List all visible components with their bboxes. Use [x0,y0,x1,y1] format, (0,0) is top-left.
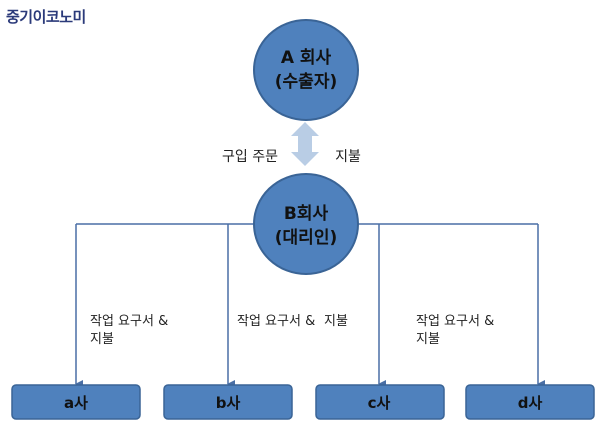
node-a-line1: A 회사 [281,48,332,68]
box-d-label: d사 [518,394,543,412]
node-b-line2: (대리인) [275,228,337,248]
branch-label-a: 작업 요구서 & 지불 [90,314,168,347]
node-a-line2: (수출자) [275,72,337,92]
branch-label-c-line1: 작업 요구서 & [416,314,494,329]
branch-label-b-line1: 작업 요구서 & [237,314,315,329]
box-c: c사 [315,384,445,420]
node-b-company: B회사 (대리인) [253,173,359,275]
branch-label-c-line2: 지불 [416,332,440,347]
box-c-label: c사 [368,394,391,412]
box-a: a사 [11,384,141,420]
box-a-label: a사 [64,394,88,412]
label-payment: 지불 [335,149,361,165]
box-d: d사 [465,384,595,420]
node-b-line1: B회사 [284,204,329,224]
box-b-label: b사 [216,394,241,412]
branch-label-c: 작업 요구서 & 지불 [416,314,494,347]
branch-label-a-line2: 지불 [90,332,114,347]
branch-label-a-line1: 작업 요구서 & [90,314,168,329]
node-a-company: A 회사 (수출자) [253,19,359,121]
label-purchase-order: 구입 주문 [222,149,278,165]
brand-logo: 중기이코노미 [6,8,86,26]
double-arrow [291,122,319,166]
branch-label-b-line2: 지불 [324,314,348,329]
branch-label-b: 작업 요구서 & 지불 [237,314,348,329]
box-b: b사 [163,384,293,420]
